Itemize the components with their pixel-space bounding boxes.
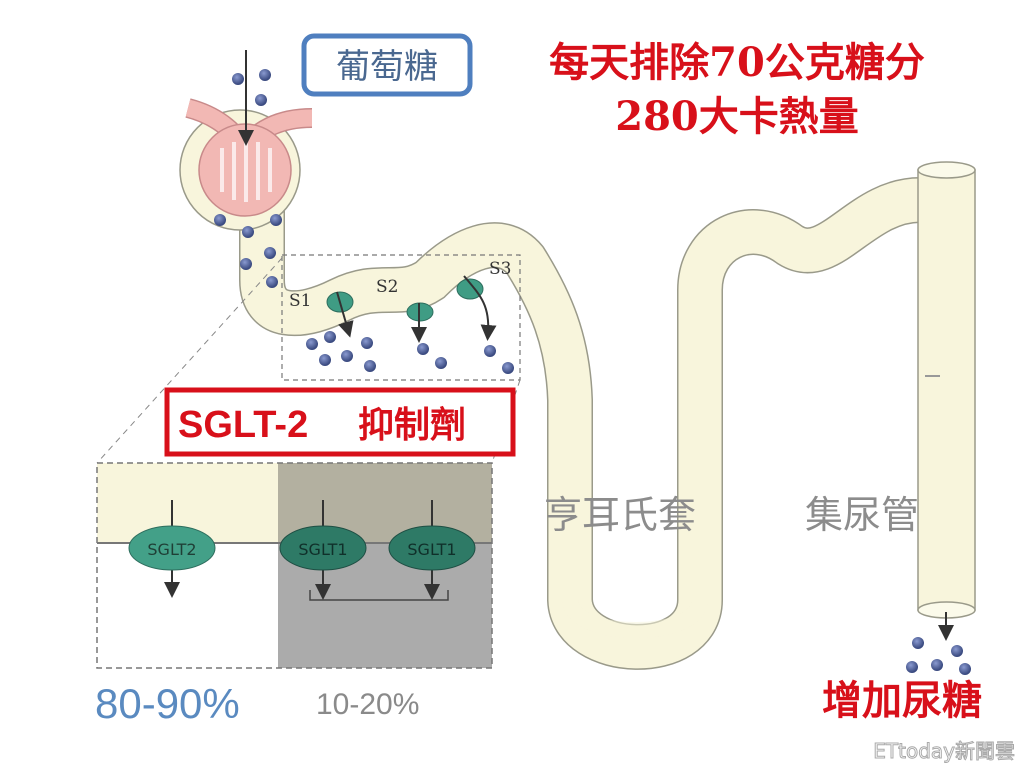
loop-of-henle-label: 亨耳氏套 [544, 493, 696, 537]
sglt1-label-a: SGLT1 [298, 540, 347, 559]
collecting-duct [917, 161, 976, 619]
sglt2-share: 80-90% [95, 680, 240, 727]
glomerulus [179, 98, 313, 231]
loop-lumen [562, 300, 708, 638]
zoom-connector-left [96, 257, 283, 464]
segment-s3-label: S3 [489, 259, 511, 279]
inhibitor-box [164, 387, 516, 457]
headline-line2: 280大卡熱量 [615, 93, 859, 140]
segment-s2-label: S2 [376, 277, 398, 297]
inhibitor-suffix: 抑制劑 [358, 404, 466, 446]
sglt1-transporter-b [388, 525, 476, 571]
nephron-tubule [239, 177, 943, 670]
sglt1-label-b: SGLT1 [407, 540, 456, 559]
glucose-label-box [301, 33, 473, 97]
collecting-duct-label: 集尿管 [805, 493, 919, 537]
sglt1-share: 10-20% [316, 688, 419, 721]
headline-line1: 每天排除70公克糖分 [549, 39, 925, 86]
result-label: 增加尿糖 [822, 677, 982, 724]
sglt2-label: SGLT2 [147, 540, 196, 559]
segment-transporters [326, 275, 497, 343]
inhibitor-name: SGLT-2 [178, 404, 308, 446]
sglt1-transporter-a [279, 525, 367, 571]
watermark-logo: ETtoday新聞雲 [873, 739, 1015, 763]
segment-zoom-box [281, 254, 521, 381]
sglt2-transporter [128, 525, 216, 571]
glucose-label: 葡萄糖 [336, 47, 438, 87]
segment-s1-label: S1 [289, 291, 311, 311]
